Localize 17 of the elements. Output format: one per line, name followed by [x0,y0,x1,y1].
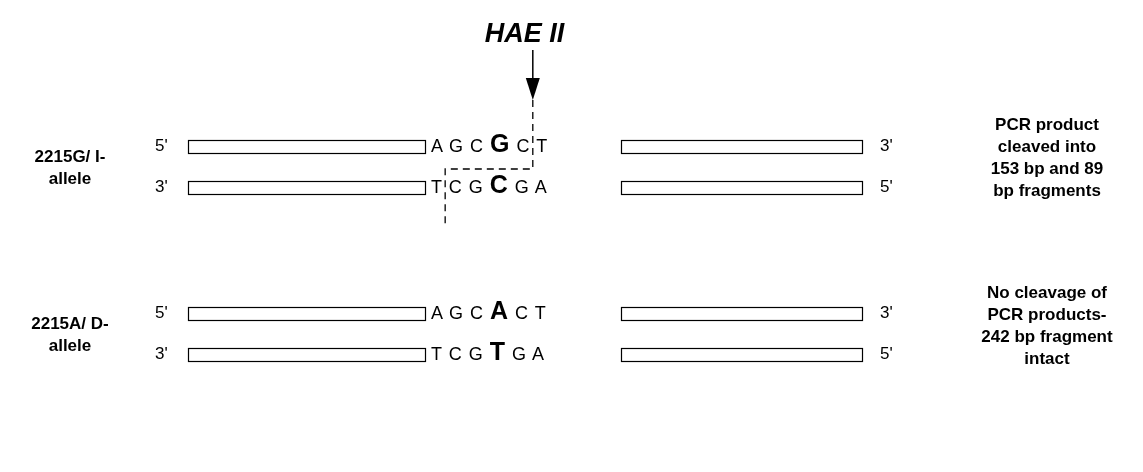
strand-end-label: 3' [880,136,893,156]
result-note: PCR product cleaved into 153 bp and 89 bp fragments [989,114,1105,202]
allele-label: 2215A/ D-allele [30,313,110,357]
base-sequence: T C G T G A [431,337,544,366]
enzyme-label: HAE II [484,18,565,49]
strand-end-label: 3' [155,344,168,364]
result-note: No cleavage of PCR products- 242 bp fragment intact [980,282,1114,370]
base-sequence: T C G C G A [431,170,547,199]
base-sequence: A G C A C T [431,296,546,325]
strand-end-label: 5' [880,344,893,364]
strand-end-label: 3' [880,303,893,323]
strand-end-label: 5' [880,177,893,197]
strand-end-label: 5' [155,136,168,156]
strand-end-label: 3' [155,177,168,197]
allele-label: 2215G/ I-allele [33,146,107,190]
strand-end-label: 5' [155,303,168,323]
base-sequence: A G C G C T [431,129,548,158]
